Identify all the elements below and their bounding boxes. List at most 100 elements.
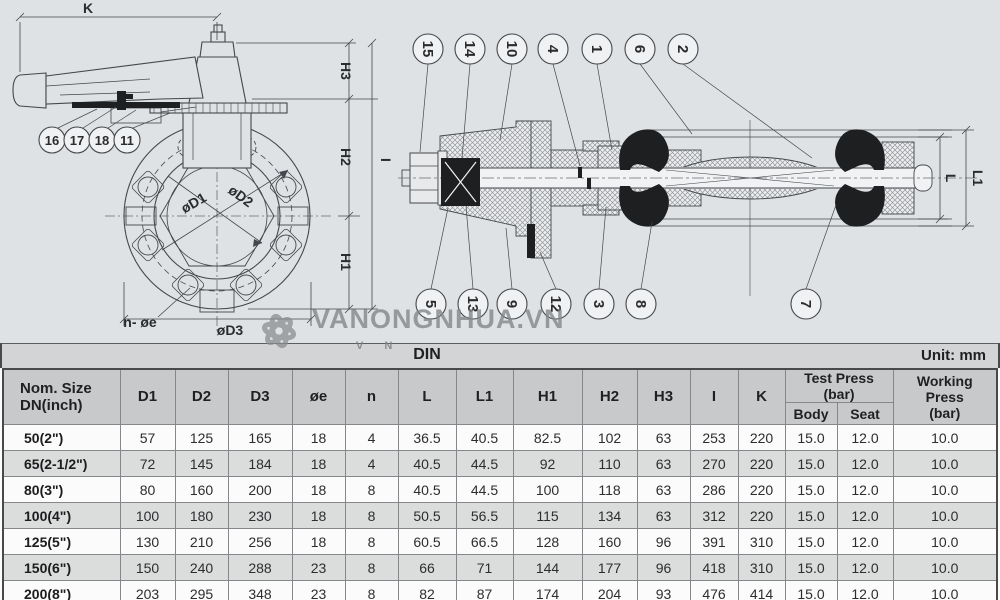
dimension-value: 50.5: [397, 502, 457, 530]
dimension-value: 63: [636, 450, 691, 478]
dimension-value: 8: [344, 528, 399, 556]
col-header-d2: D2: [174, 368, 229, 426]
dimension-value: 115: [512, 502, 583, 530]
dimension-value: 230: [227, 502, 293, 530]
front-view-callouts: [38, 106, 171, 154]
dimension-value: 130: [119, 528, 176, 556]
dimension-value: 312: [689, 502, 739, 530]
col-header-body: Body: [784, 402, 838, 426]
dimension-value: 240: [174, 554, 229, 582]
dimension-value: 200: [227, 476, 293, 504]
callout-13: 13: [464, 296, 481, 313]
dim-heights: [236, 38, 378, 314]
handle-lock-parts: [72, 91, 180, 110]
dimension-value: 15.0: [784, 424, 838, 452]
dim-label-H2: H2: [338, 148, 354, 166]
dimension-value: 144: [512, 554, 583, 582]
callout-16: 16: [45, 133, 59, 148]
dimension-value: 184: [227, 450, 293, 478]
seals-and-packing: [441, 129, 885, 258]
dimension-value: 23: [291, 580, 346, 600]
callout-12: 12: [547, 296, 564, 313]
dimension-value: 60.5: [397, 528, 457, 556]
dim-label-D2: øD2: [226, 182, 257, 211]
dimension-value: 15.0: [784, 580, 838, 600]
dimension-value: 80: [119, 476, 176, 504]
dimension-value: 8: [344, 476, 399, 504]
dimension-value: 4: [344, 424, 399, 452]
dimension-value: 10.0: [892, 502, 998, 530]
dimension-value: 220: [737, 476, 786, 504]
dimension-value: 12.0: [836, 476, 894, 504]
valve-drawings: K H3 H2 H1 I øD1 øD2 øD3 n- øe L L1 16 1…: [12, 0, 986, 338]
row-size-label: 50(2"): [2, 424, 121, 452]
col-header-l1: L1: [455, 368, 514, 426]
front-view: [12, 12, 378, 332]
dimension-value: 102: [581, 424, 638, 452]
dimension-value: 82: [397, 580, 457, 600]
callout-11: 11: [120, 133, 134, 148]
dimension-value: 10.0: [892, 554, 998, 582]
dim-label-D1: øD1: [178, 189, 209, 216]
callout-8: 8: [632, 300, 649, 308]
col-header-seat: Seat: [836, 402, 894, 426]
dimension-value: 10.0: [892, 580, 998, 600]
dimension-value: 63: [636, 502, 691, 530]
dimension-value: 10.0: [892, 528, 998, 556]
dimension-value: 110: [581, 450, 638, 478]
dimension-value: 204: [581, 580, 638, 600]
callout-4: 4: [544, 45, 561, 54]
dimension-value: 66.5: [455, 528, 514, 556]
dimension-value: 125: [174, 424, 229, 452]
dimension-value: 134: [581, 502, 638, 530]
dimension-value: 414: [737, 580, 786, 600]
col-header-working-press: Working Press (bar): [892, 368, 998, 426]
callout-7: 7: [797, 300, 814, 308]
dimension-value: 15.0: [784, 450, 838, 478]
dimension-value: 10.0: [892, 424, 998, 452]
dimension-table: Nom. Size DN(inch) D1 D2 D3 øe n L L1 H1…: [2, 368, 998, 600]
callout-18: 18: [95, 133, 109, 148]
dimension-value: 160: [174, 476, 229, 504]
dim-label-D3: øD3: [217, 322, 244, 338]
row-size-label: 125(5"): [2, 528, 121, 556]
dimension-value: 40.5: [397, 476, 457, 504]
dimension-value: 12.0: [836, 580, 894, 600]
dimension-value: 270: [689, 450, 739, 478]
standard-label: DIN: [413, 346, 441, 363]
dimension-value: 12.0: [836, 502, 894, 530]
dimension-value: 118: [581, 476, 638, 504]
dim-label-H3: H3: [338, 62, 354, 80]
dimension-value: 210: [174, 528, 229, 556]
section-view-callouts: [412, 33, 822, 320]
dim-label-L: L: [943, 174, 959, 183]
dimension-value: 418: [689, 554, 739, 582]
dimension-value: 23: [291, 554, 346, 582]
dimension-value: 15.0: [784, 528, 838, 556]
dimension-value: 288: [227, 554, 293, 582]
dimension-value: 72: [119, 450, 176, 478]
dim-label-K: K: [83, 0, 93, 16]
dimension-value: 203: [119, 580, 176, 600]
dimension-value: 145: [174, 450, 229, 478]
dimension-value: 12.0: [836, 450, 894, 478]
dim-label-ne: n- øe: [123, 314, 157, 330]
dimension-value: 295: [174, 580, 229, 600]
dimension-value: 92: [512, 450, 583, 478]
dimension-value: 12.0: [836, 554, 894, 582]
dimension-value: 18: [291, 476, 346, 504]
dim-label-L1: L1: [970, 170, 986, 187]
callout-3: 3: [590, 300, 607, 308]
col-header-l: L: [397, 368, 457, 426]
dimension-value: 100: [512, 476, 583, 504]
callout-10: 10: [503, 41, 520, 58]
dimension-value: 220: [737, 502, 786, 530]
dimension-value: 100: [119, 502, 176, 530]
